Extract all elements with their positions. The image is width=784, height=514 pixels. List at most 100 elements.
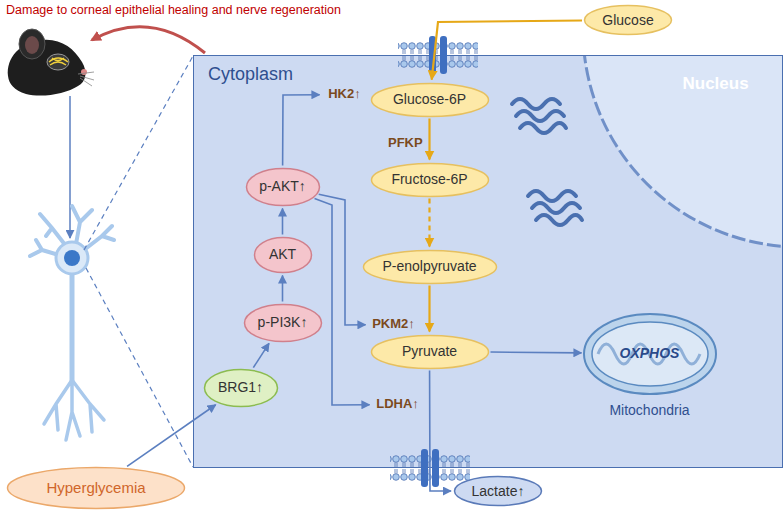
golgi-apparatus <box>528 191 582 225</box>
flow-arrow <box>432 20 582 79</box>
node-text: Hyperglycemia <box>46 479 145 496</box>
node-text: Fructose-6P <box>391 171 467 187</box>
flow-arrow <box>315 198 370 405</box>
metabolite-ellipse: Fructose-6P <box>370 162 490 198</box>
text-holder: Fructose-6P <box>370 162 490 198</box>
text-holder: p-PI3K↑ <box>243 303 323 343</box>
text-holder: p-AKT↑ <box>245 167 321 207</box>
flow-arrow <box>430 371 451 492</box>
mouse-illustration <box>8 29 94 96</box>
figure-heading: Damage to corneal epithelial healing and… <box>6 3 341 17</box>
channel-protein <box>432 449 439 487</box>
node-text: Cytoplasm <box>208 64 348 85</box>
text-holder: Glucose <box>583 4 673 36</box>
node-text: LDHA↑ <box>376 397 419 412</box>
text-holder: LDHA↑ <box>372 396 424 414</box>
node-text: Pyruvate <box>402 343 457 359</box>
channel-protein <box>421 449 428 487</box>
node-text: p-PI3K↑ <box>258 314 308 330</box>
mouse-ear <box>19 29 45 59</box>
node-text: AKT <box>269 246 296 262</box>
zoom-line <box>86 268 193 467</box>
ellipse-shape <box>204 369 277 406</box>
ellipse-shape <box>455 477 542 506</box>
enzyme-label: LDHA↑ <box>372 396 424 414</box>
signal-ellipse: p-AKT↑ <box>245 167 321 207</box>
metabolite-ellipse: Lactate↑ <box>453 475 543 507</box>
ellipse-shape <box>8 468 185 509</box>
text-holder: Pyruvate <box>370 334 490 370</box>
signal-ellipse: p-PI3K↑ <box>243 303 323 343</box>
zoom-line <box>84 56 193 250</box>
ellipse-shape <box>585 6 672 35</box>
mouse-eye <box>47 54 69 70</box>
ellipse-shape <box>363 250 496 283</box>
node-outline <box>583 56 782 251</box>
neuron-soma <box>56 242 88 274</box>
text-holder: BRG1↑ <box>203 368 279 408</box>
channel-protein <box>429 36 436 74</box>
ellipse-shape <box>371 83 488 116</box>
neuron-dendrites <box>30 206 114 256</box>
text-holder: P-enolpyruvate <box>362 249 498 285</box>
ellipse-shape <box>371 163 488 196</box>
node-text: PKM2↑ <box>372 317 415 332</box>
text-holder: Hyperglycemia <box>6 466 186 510</box>
mouse-whiskers <box>78 72 94 86</box>
nucleus-region: Nucleus <box>583 56 782 251</box>
mouse-to-neuron-line <box>69 96 71 238</box>
ellipse-shape <box>244 304 321 341</box>
flow-arrow <box>428 119 430 160</box>
node-text: P-enolpyruvate <box>382 258 476 274</box>
node-text: OXPHOS <box>582 345 718 361</box>
flow-arrow <box>282 209 284 235</box>
node-text: Glucose <box>602 12 653 28</box>
neuron-axon <box>70 272 75 380</box>
endoplasmic-reticulum <box>512 99 566 133</box>
nuclear-envelope <box>583 56 782 247</box>
flow-arrow <box>253 343 269 367</box>
neuron-nucleus <box>64 250 80 266</box>
metabolite-ellipse: Pyruvate <box>370 334 490 370</box>
flow-arrow <box>283 95 320 166</box>
flow-arrow <box>127 405 216 467</box>
glucose-transporter <box>398 36 478 74</box>
metabolite-ellipse: Glucose-6P <box>370 82 490 118</box>
flow-arrow <box>428 199 430 247</box>
node-text: Lactate↑ <box>472 483 525 499</box>
mouse-head <box>8 40 86 96</box>
lipid-bilayer <box>398 41 478 69</box>
text-holder: AKT <box>253 236 313 274</box>
damage-arrow <box>92 27 205 53</box>
node-text: p-AKT↑ <box>259 178 306 194</box>
mitochondrion: OXPHOSMitochondria <box>582 312 718 424</box>
channel-protein <box>440 36 447 74</box>
flow-arrow <box>428 286 430 332</box>
ellipse-shape <box>246 168 319 205</box>
mouse-ear-inner <box>25 36 39 54</box>
lipid-bilayer <box>390 454 470 482</box>
node-text: HK2↑ <box>328 87 361 102</box>
ellipse-shape <box>371 335 488 368</box>
enzyme-label: PKM2↑ <box>368 316 420 334</box>
neuron-illustration <box>30 206 114 440</box>
text-holder: Lactate↑ <box>453 475 543 507</box>
flow-arrow <box>282 276 284 302</box>
enzyme-label: HK2↑ <box>322 86 368 104</box>
ellipse-shape <box>254 237 311 272</box>
text-holder: Glucose-6P <box>370 82 490 118</box>
metabolite-ellipse: P-enolpyruvate <box>362 249 498 285</box>
node-text: Nucleus <box>683 74 773 94</box>
corneal-nerves <box>49 58 68 65</box>
text-holder: HK2↑ <box>322 86 368 104</box>
condition-ellipse: Hyperglycemia <box>6 466 186 510</box>
mouse-nose <box>81 69 87 75</box>
node-text: Glucose-6P <box>393 91 466 107</box>
flow-arrow <box>490 351 581 353</box>
neuron-terminals <box>44 380 104 440</box>
text-holder: PKM2↑ <box>368 316 420 334</box>
metabolite-ellipse: Glucose <box>583 4 673 36</box>
node-text: BRG1↑ <box>218 379 263 395</box>
cell-region: Cytoplasm NucleusHK2↑ Glucose-6P Fructose-6… <box>193 55 783 468</box>
